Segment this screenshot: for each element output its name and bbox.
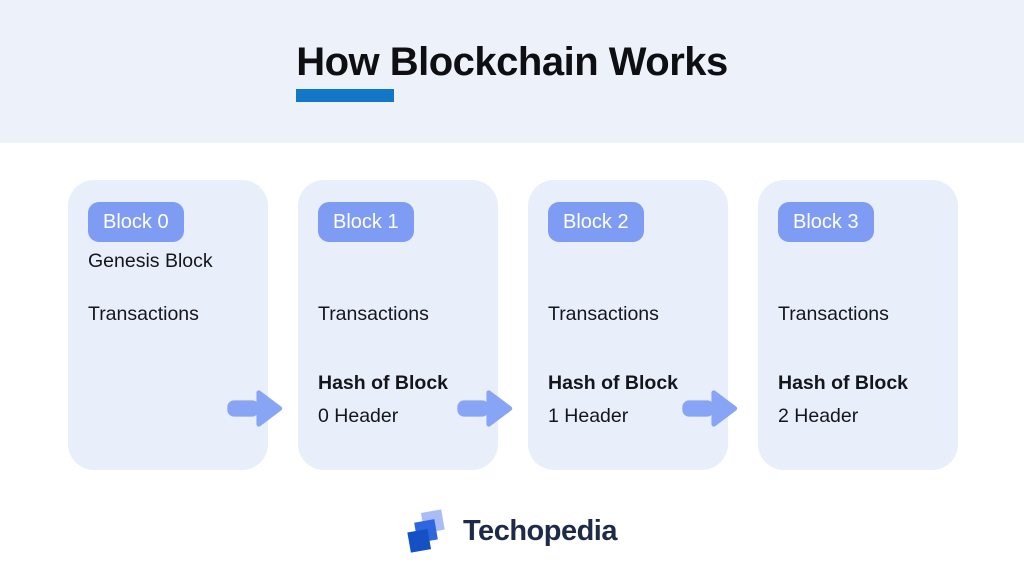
techopedia-logo-icon [407,509,445,553]
blockchain-diagram: Block 0 Genesis Block Transactions Block… [68,180,958,470]
block-card-1: Block 1 Transactions Hash of Block 0 Hea… [298,180,498,470]
transactions-label: Transactions [88,303,199,325]
title-block: How Blockchain Works [296,40,728,102]
right-arrow-icon [682,390,738,427]
block-badge: Block 1 [318,202,414,242]
hash-label: Hash of Block [548,372,679,394]
page-title: How Blockchain Works [296,40,728,84]
right-arrow-icon [227,390,283,427]
hash-sublabel: 2 Header [778,405,859,427]
block-badge: Block 0 [88,202,184,242]
block-badge: Block 3 [778,202,874,242]
brand-footer: Techopedia [0,508,1024,555]
block-card-0: Block 0 Genesis Block Transactions [68,180,268,470]
transactions-label: Transactions [318,303,429,325]
block-badge: Block 2 [548,202,644,242]
hash-sublabel: 1 Header [548,405,629,427]
hash-label: Hash of Block [318,372,449,394]
genesis-block-label: Genesis Block [88,250,213,272]
transactions-label: Transactions [778,303,889,325]
title-underline [296,89,395,102]
transactions-label: Transactions [548,303,659,325]
hash-sublabel: 0 Header [318,405,399,427]
block-card-3: Block 3 Transactions Hash of Block 2 Hea… [758,180,958,470]
right-arrow-icon [457,390,513,427]
block-card-2: Block 2 Transactions Hash of Block 1 Hea… [528,180,728,470]
hash-label: Hash of Block [778,372,909,394]
page-header: How Blockchain Works [0,0,1024,143]
brand-wordmark: Techopedia [463,515,618,547]
